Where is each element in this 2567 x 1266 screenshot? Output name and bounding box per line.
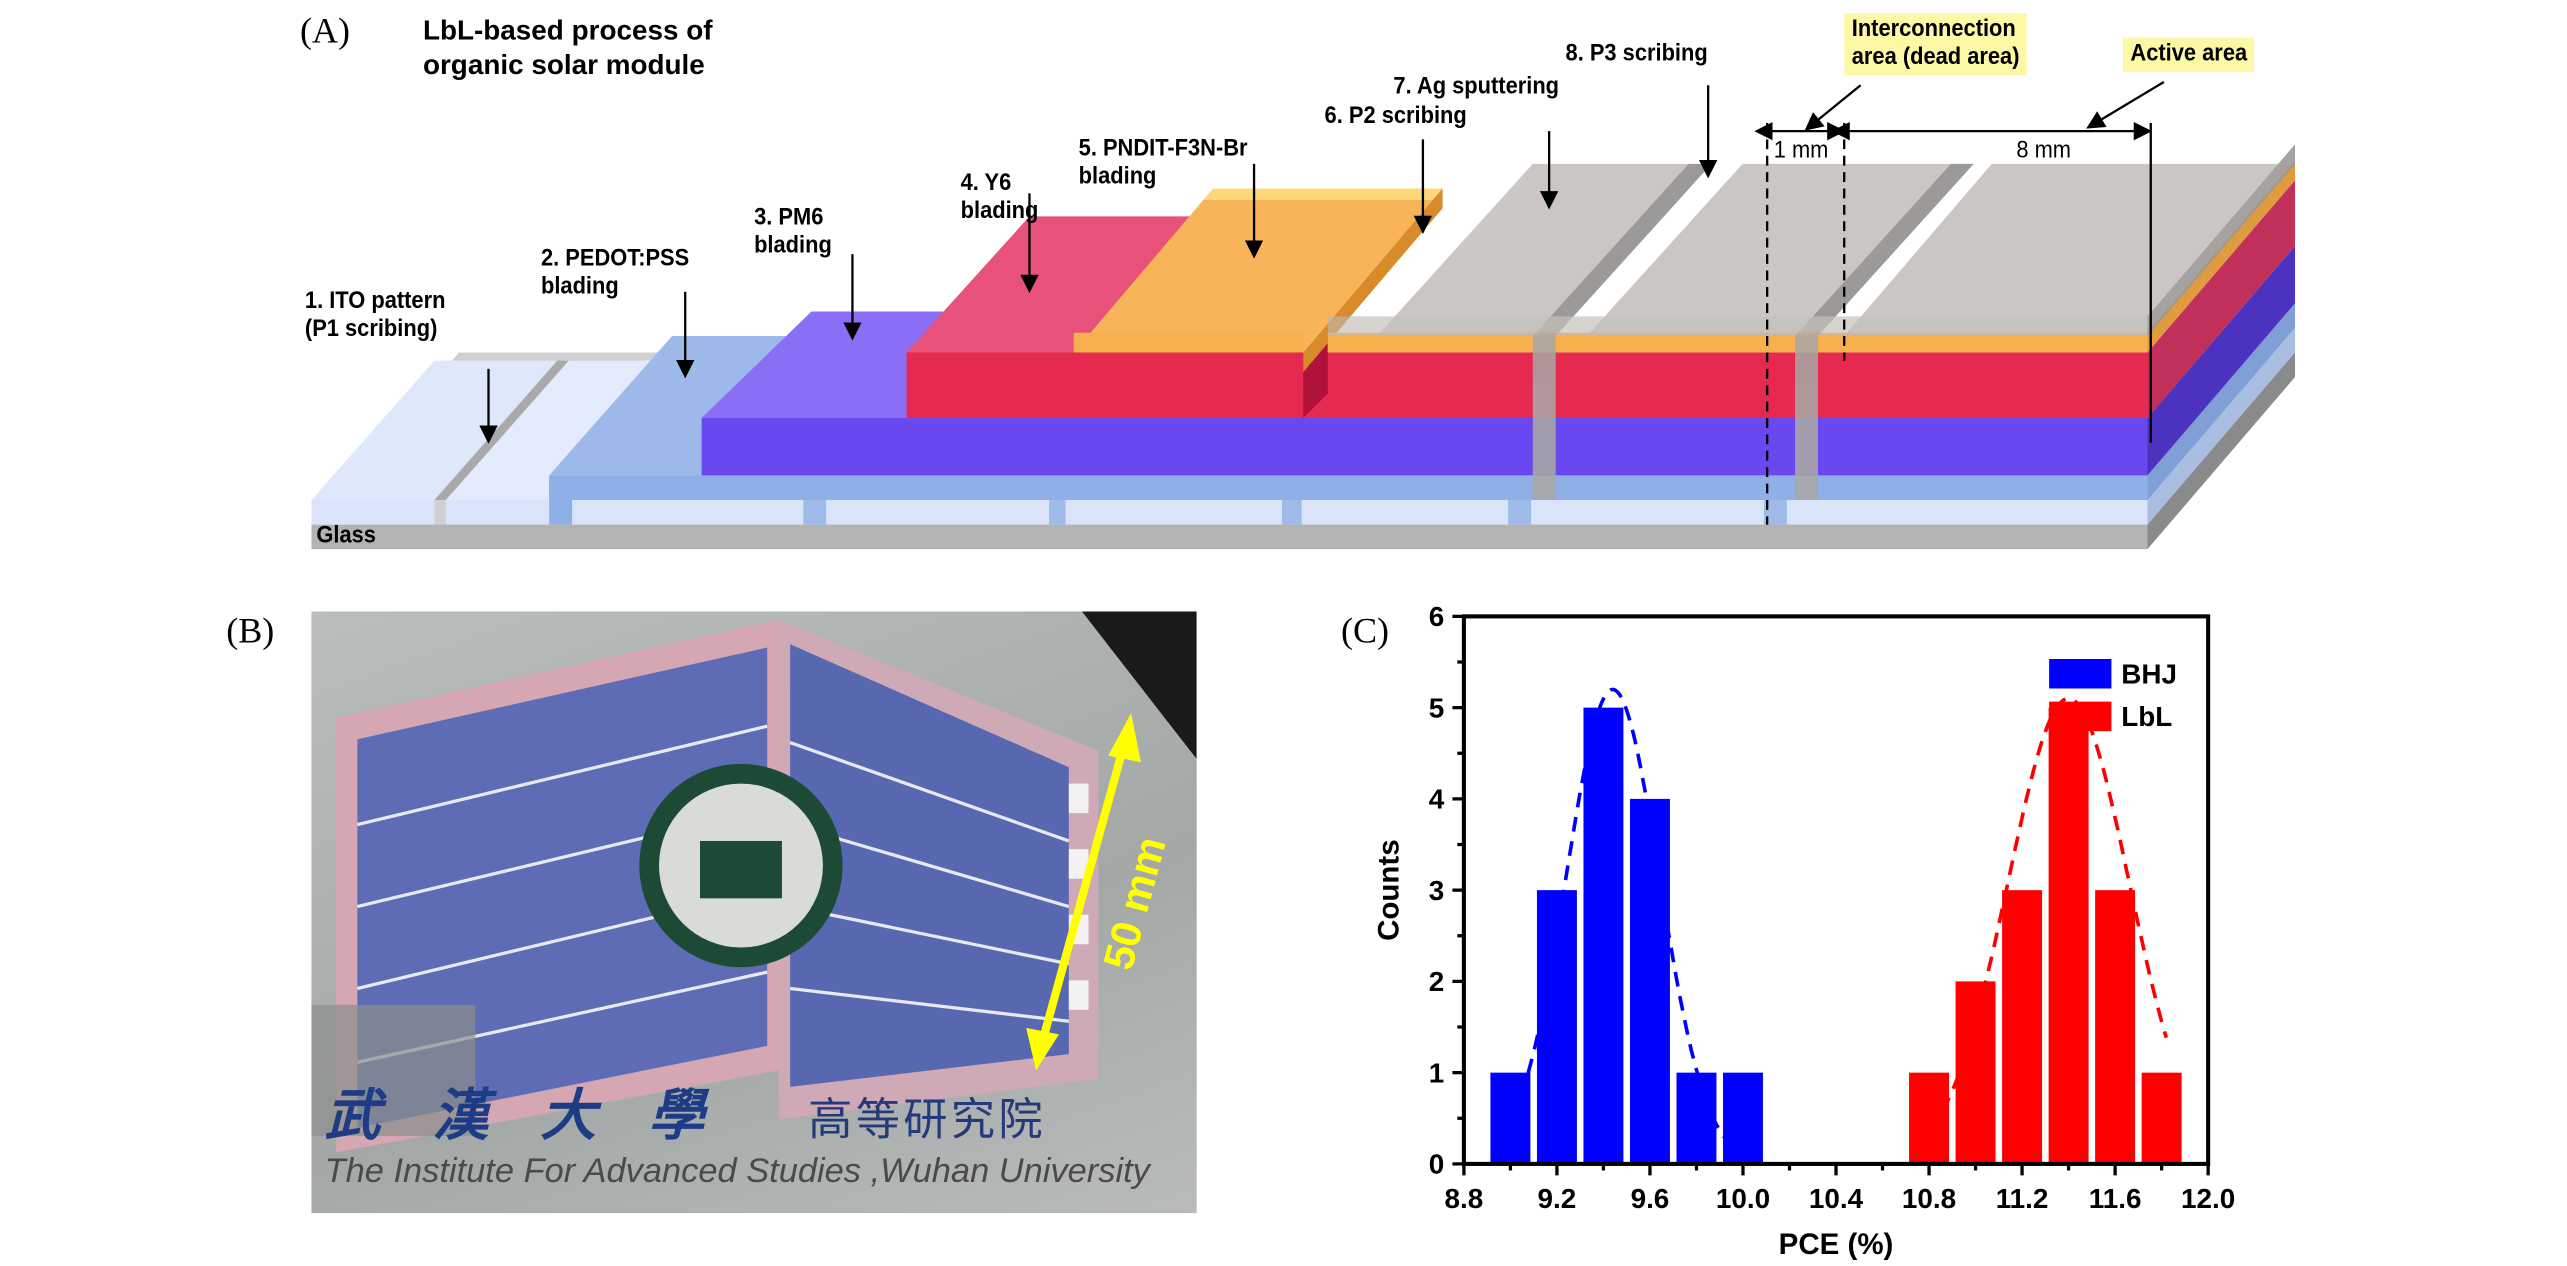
panel-a-title: LbL-based process of organic solar modul… [423, 13, 713, 82]
fit-curve-bhj [1497, 687, 1726, 1142]
panel-a-title-line2: organic solar module [422, 49, 705, 81]
step1-label: 1. ITO pattern(P1 scribing) [304, 288, 446, 343]
chinese-university-name: 武 漢 大 學 [324, 1083, 721, 1150]
y-tick-label: 6 [1429, 601, 1445, 632]
active-area-pointer-arrow [2086, 80, 2165, 129]
dead-area-width-label: 1 mm [1773, 137, 1829, 164]
y6-layer [906, 180, 2296, 419]
active-area-width-label: 8 mm [2016, 137, 2072, 164]
panel-c-letter: (C) [1340, 609, 1390, 651]
chinese-institute-name: 高等研究院 [808, 1095, 1046, 1146]
x-tick-label: 11.2 [1996, 1183, 2049, 1214]
photo-background-corner [1081, 611, 1197, 759]
panel-a-letter: (A) [299, 9, 351, 51]
step7-label: 7. Ag sputtering [1393, 73, 1560, 100]
active-area-callout: Active area [2122, 37, 2255, 73]
glass-label: Glass [316, 522, 376, 550]
x-tick-label: 12.0 [2181, 1183, 2235, 1214]
bar-lbl [2048, 707, 2089, 1164]
legend-label-lbl: LbL [2121, 701, 2172, 732]
bar-lbl [2141, 1072, 2182, 1164]
module-process-diagram [311, 80, 2296, 550]
fit-curve-lbl [1927, 696, 2169, 1133]
y-axis-label: Counts [1372, 839, 1405, 941]
step8-label: 8. P3 scribing [1565, 40, 1708, 68]
y-tick-label: 1 [1429, 1057, 1445, 1088]
step6-label: 6. P2 scribing [1324, 103, 1467, 130]
x-tick-label: 10.0 [1716, 1183, 1770, 1214]
x-tick-label: 9.6 [1631, 1183, 1670, 1214]
legend-swatch-bhj [2049, 658, 2112, 689]
university-emblem [639, 763, 843, 968]
module-photo: 50 mm 武 漢 大 學 高等研究院 The Institute For Ad… [311, 611, 1197, 1214]
y-tick-label: 0 [1429, 1149, 1445, 1180]
bar-bhj [1583, 707, 1624, 1164]
left-module-panel [311, 619, 779, 1153]
chart-legend: BHJ LbL [2049, 658, 2177, 732]
x-tick-label: 10.4 [1809, 1183, 1864, 1214]
bar-bhj [1629, 798, 1670, 1164]
english-caption: The Institute For Advanced Studies ,Wuha… [324, 1152, 1150, 1191]
x-tick-label: 11.6 [2089, 1183, 2142, 1214]
legend-swatch-lbl [2049, 701, 2112, 732]
ag-electrode-layer [1327, 144, 2296, 500]
bar-lbl [2002, 890, 2043, 1164]
y-tick-label: 2 [1429, 966, 1445, 997]
interconnection-pointer-arrow [1804, 84, 1862, 131]
panel-a-title-line1: LbL-based process of [422, 14, 713, 46]
x-tick-label: 10.8 [1902, 1183, 1956, 1214]
bar-lbl [2095, 890, 2136, 1164]
x-tick-label: 9.2 [1538, 1183, 1577, 1214]
legend-label-bhj: BHJ [2121, 659, 2177, 690]
y-tick-label: 5 [1429, 692, 1445, 723]
bar-bhj [1536, 890, 1577, 1164]
bar-lbl [1955, 981, 1996, 1164]
y-tick-label: 4 [1429, 784, 1445, 815]
x-axis-label: PCE (%) [1779, 1228, 1894, 1261]
scale-arrow [1026, 713, 1141, 1071]
x-tick-label: 8.8 [1445, 1183, 1484, 1214]
panel-b-letter: (B) [226, 609, 275, 651]
bar-bhj [1723, 1072, 1763, 1164]
y-tick-label: 3 [1429, 875, 1445, 906]
bar-bhj [1676, 1072, 1717, 1164]
bar-lbl [1909, 1072, 1950, 1164]
